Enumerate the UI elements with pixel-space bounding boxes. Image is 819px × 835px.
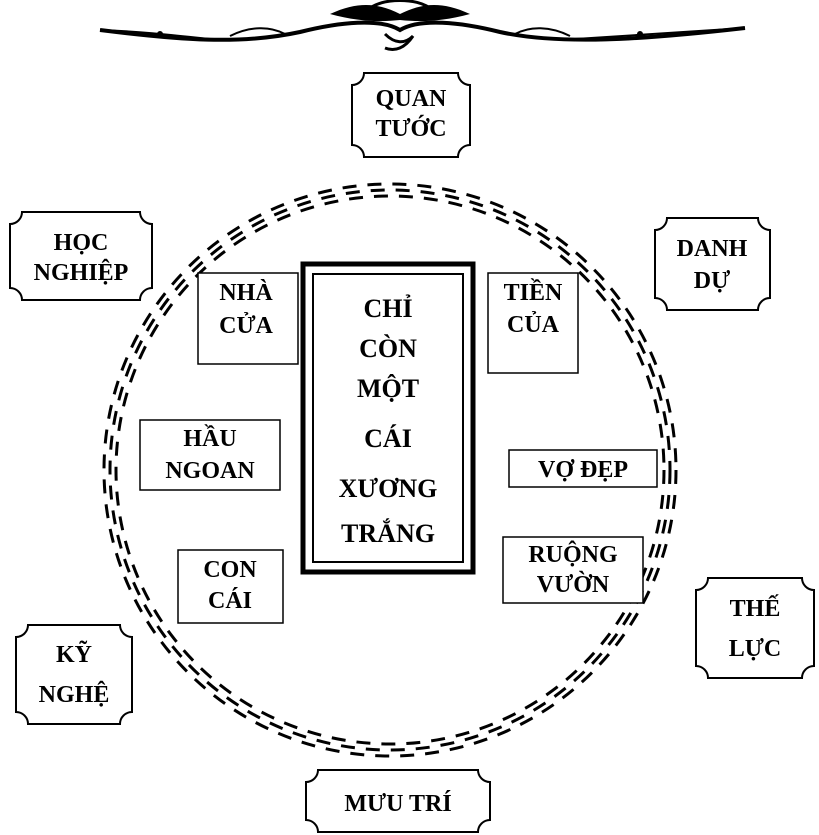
outer-label-line: QUAN	[376, 86, 447, 112]
inner-label-line: NHÀ	[219, 280, 273, 306]
inner-box-nha-cua: NHÀ CỬA	[197, 272, 299, 365]
inner-label-line: HẦU	[183, 425, 236, 452]
inner-label-line: CÁI	[208, 588, 252, 614]
center-box: CHỈ CÒN MỘT CÁI XƯƠNG TRẮNG	[300, 261, 476, 575]
inner-label-line: VỢ ĐẸP	[538, 457, 628, 483]
inner-label-line: CON	[203, 557, 257, 583]
inner-label-line: NGOAN	[165, 458, 255, 484]
center-line: XƯƠNG	[339, 474, 438, 503]
outer-box-danh-du: DANH DỰ	[654, 217, 771, 311]
outer-label-line: NGHIỆP	[34, 260, 129, 286]
center-line: CHỈ	[363, 294, 412, 323]
center-line: MỘT	[357, 374, 419, 403]
outer-box-the-luc: THẾ LỰC	[695, 577, 815, 679]
inner-label-line: CỦA	[507, 312, 560, 338]
inner-label-line: CỬA	[219, 313, 273, 339]
inner-label-line: TIỀN	[504, 279, 563, 306]
outer-label-line: KỸ	[56, 641, 92, 668]
center-line: CÒN	[359, 334, 417, 363]
outer-label-line: TƯỚC	[375, 115, 446, 142]
inner-box-tien-cua: TIỀN CỦA	[487, 272, 579, 374]
outer-label-line: DANH	[677, 236, 748, 262]
outer-box-ky-nghe: KỸ NGHỆ	[15, 624, 133, 725]
outer-label-line: HỌC	[54, 230, 109, 256]
inner-box-vo-dep: VỢ ĐẸP	[508, 449, 658, 488]
outer-box-quan-tuoc: QUAN TƯỚC	[351, 72, 471, 158]
inner-label-line: RUỘNG	[528, 542, 618, 568]
outer-label-line: MƯU TRÍ	[344, 791, 451, 817]
outer-box-hoc-nghiep: HỌC NGHIỆP	[9, 211, 153, 301]
decorative-flourish-icon	[99, 0, 746, 51]
outer-label-line: DỰ	[694, 268, 730, 294]
inner-box-con-cai: CON CÁI	[177, 549, 284, 624]
center-line: TRẮNG	[341, 519, 435, 548]
dashed-ring	[102, 182, 678, 758]
inner-label-line: VƯỜN	[537, 571, 610, 598]
outer-label-line: NGHỆ	[39, 682, 110, 708]
outer-box-muu-tri: MƯU TRÍ	[305, 769, 491, 833]
inner-box-hau-ngoan: HẦU NGOAN	[139, 419, 281, 491]
outer-label-line: THẾ	[730, 595, 781, 622]
outer-label-line: LỰC	[729, 636, 781, 662]
center-line: CÁI	[364, 424, 412, 453]
inner-box-ruong-vuon: RUỘNG VƯỜN	[502, 536, 644, 604]
